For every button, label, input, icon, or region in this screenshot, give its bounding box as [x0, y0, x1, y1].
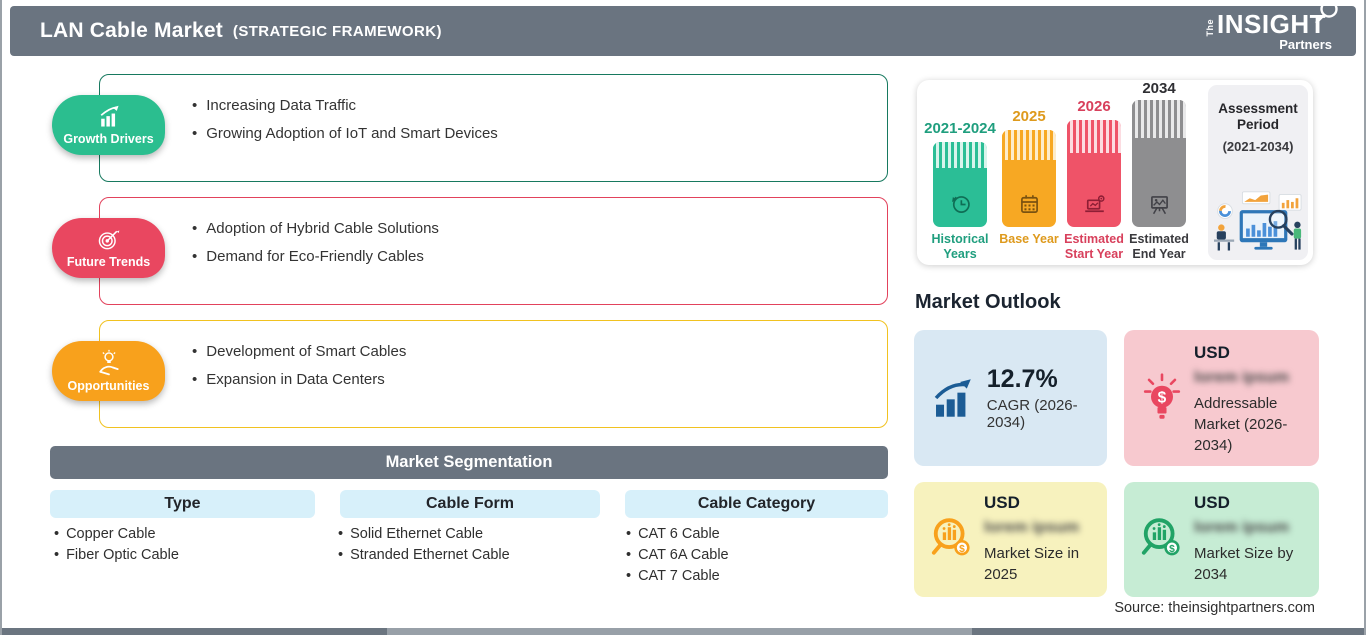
opportunities-list: Development of Smart Cables Expansion in… — [100, 321, 887, 393]
history-clock-icon — [951, 196, 970, 213]
calendar-icon — [1020, 195, 1038, 213]
type-list: Copper Cable Fiber Optic Cable — [54, 524, 179, 566]
assessment-period-range: (2021-2034) — [1222, 139, 1294, 154]
year-label: 2021-2024 — [924, 120, 996, 137]
target-dart-icon — [98, 230, 119, 250]
source-link[interactable]: Source: theinsightpartners.com — [1114, 600, 1315, 616]
bar-role-label: Historical Years — [931, 232, 989, 261]
currency-label: USD — [1194, 493, 1230, 512]
card-label: Market Size by 2034 — [1194, 545, 1294, 583]
blurred-value: lorem ipsum — [1194, 369, 1290, 386]
cagr-value: 12.7% — [986, 365, 1058, 393]
segmentation-column-cable-category: Cable Category — [625, 490, 888, 518]
magnifier-icon — [1315, 0, 1338, 24]
addressable-market-card: $ USD lorem ipsum Addressable Market (20… — [1124, 330, 1319, 466]
card-label: Addressable Market (2026-2034) — [1194, 395, 1288, 454]
historical-years-bar — [933, 142, 987, 227]
currency-label: USD — [1194, 343, 1230, 362]
market-size-2025-card: $ USD lorem ipsum Market Size in 2025 — [914, 482, 1107, 597]
year-label: 2034 — [1142, 80, 1176, 97]
bar-role-label: Estimated End Year — [1129, 232, 1189, 261]
list-item: Demand for Eco-Friendly Cables — [192, 243, 867, 271]
market-size-2034-card: $ USD lorem ipsum Market Size by 2034 — [1124, 482, 1319, 597]
base-year-bar — [1002, 130, 1056, 227]
bottom-divider — [2, 628, 1364, 635]
list-item: Solid Ethernet Cable — [338, 524, 510, 545]
cagr-card: 12.7% CAGR (2026-2034) — [914, 330, 1107, 466]
list-item: Fiber Optic Cable — [54, 545, 179, 566]
market-segmentation-header: Market Segmentation — [50, 446, 888, 479]
card-label: Market Size in 2025 — [984, 545, 1080, 583]
list-item: Adoption of Hybrid Cable Solutions — [192, 215, 867, 243]
cable-category-list: CAT 6 Cable CAT 6A Cable CAT 7 Cable — [626, 524, 729, 587]
future-trends-list: Adoption of Hybrid Cable Solutions Deman… — [100, 198, 887, 270]
logo-partners: Partners — [1279, 37, 1332, 52]
assessment-period-title: Assessment Period — [1218, 101, 1298, 132]
cable-form-list: Solid Ethernet Cable Stranded Ethernet C… — [338, 524, 510, 566]
svg-text:$: $ — [1158, 390, 1167, 407]
year-label: 2025 — [1012, 108, 1046, 125]
year-label: 2026 — [1077, 98, 1111, 115]
badge-label: Growth Drivers — [63, 132, 154, 146]
list-item: CAT 6 Cable — [626, 524, 729, 545]
presentation-board-icon — [1150, 196, 1168, 215]
list-item: Expansion in Data Centers — [192, 366, 867, 394]
blurred-value: lorem ipsum — [1194, 519, 1290, 536]
list-item: CAT 7 Cable — [626, 566, 729, 587]
bar-chart-growth-icon — [100, 105, 119, 127]
list-item: Increasing Data Traffic — [192, 92, 867, 120]
page-subtitle: (STRATEGIC FRAMEWORK) — [232, 22, 442, 40]
magnifier-chart-coin-icon: $ — [931, 517, 970, 555]
segmentation-column-type: Type — [50, 490, 315, 518]
list-item: CAT 6A Cable — [626, 545, 729, 566]
logo-the: The — [1205, 19, 1216, 37]
list-item: Copper Cable — [54, 524, 179, 545]
segmentation-column-cable-form: Cable Form — [340, 490, 600, 518]
estimated-end-year-bar — [1132, 100, 1186, 227]
assessment-period-panel: Assessment Period (2021-2034) — [1208, 85, 1308, 260]
cagr-label: CAGR (2026-2034) — [986, 397, 1078, 431]
svg-text:$: $ — [959, 544, 965, 555]
estimated-start-year-bar — [1067, 120, 1121, 227]
laptop-analytics-icon — [1084, 195, 1105, 213]
badge-label: Future Trends — [66, 255, 151, 269]
list-item: Stranded Ethernet Cable — [338, 545, 510, 566]
analytics-dashboard-people-illustration — [1214, 191, 1302, 251]
insight-partners-logo: The INSIGHT Partners — [1205, 0, 1338, 51]
growth-drivers-box: Increasing Data Traffic Growing Adoption… — [99, 74, 888, 182]
header-bar: LAN Cable Market (STRATEGIC FRAMEWORK) T… — [10, 0, 1356, 56]
svg-text:$: $ — [1169, 544, 1175, 555]
assessment-timeline-card: 2021-2024 2025 2026 2034 — [917, 80, 1313, 265]
dollar-lightbulb-icon: $ — [1143, 373, 1181, 419]
logo-insight: INSIGHT — [1217, 9, 1326, 39]
hand-lightbulb-icon — [98, 349, 119, 376]
opportunities-box: Development of Smart Cables Expansion in… — [99, 320, 888, 428]
currency-label: USD — [984, 493, 1020, 512]
growth-chart-icon — [934, 379, 971, 417]
bar-role-label: Estimated Start Year — [1064, 232, 1124, 261]
growth-drivers-list: Increasing Data Traffic Growing Adoption… — [100, 75, 887, 147]
bar-role-label: Base Year — [999, 232, 1059, 246]
future-trends-box: Adoption of Hybrid Cable Solutions Deman… — [99, 197, 888, 305]
badge-label: Opportunities — [67, 379, 150, 393]
growth-drivers-badge: Growth Drivers — [52, 95, 165, 155]
blurred-value: lorem ipsum — [984, 519, 1080, 536]
magnifier-chart-coin-icon: $ — [1141, 517, 1180, 555]
future-trends-badge: Future Trends — [52, 218, 165, 278]
market-outlook-title: Market Outlook — [915, 291, 1061, 313]
list-item: Growing Adoption of IoT and Smart Device… — [192, 120, 867, 148]
list-item: Development of Smart Cables — [192, 338, 867, 366]
opportunities-badge: Opportunities — [52, 341, 165, 401]
page-title: LAN Cable Market — [40, 19, 223, 42]
